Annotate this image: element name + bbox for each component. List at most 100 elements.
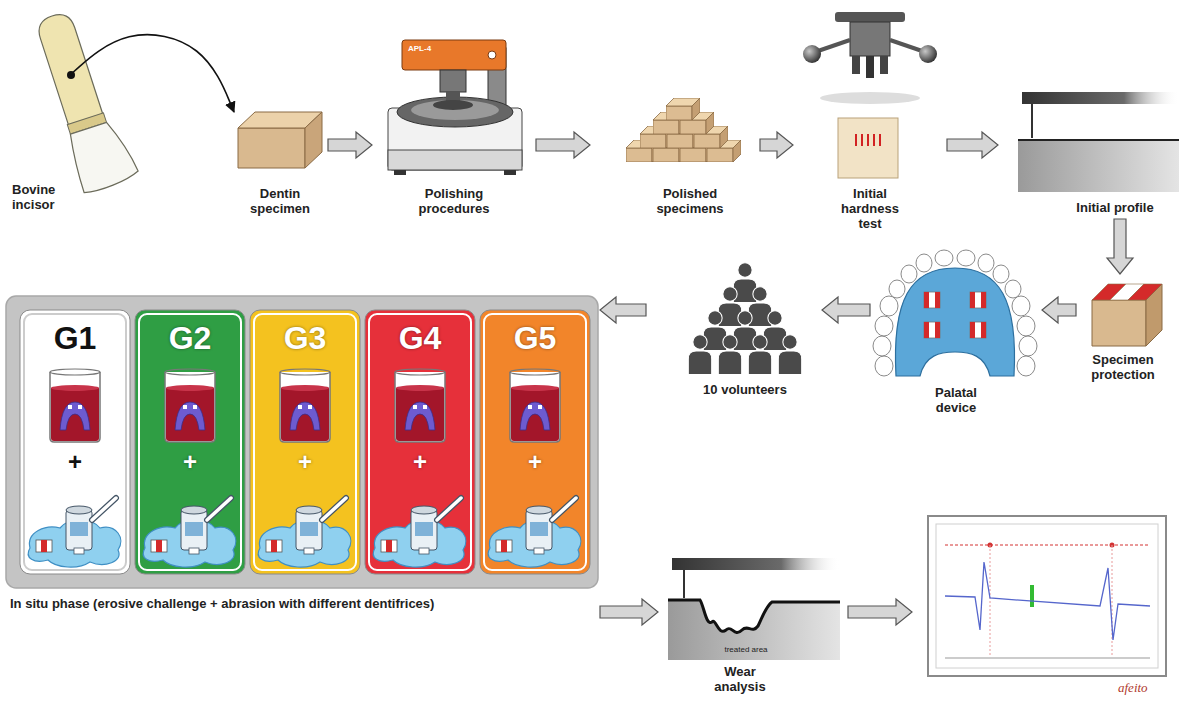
wear-profilometer (672, 558, 840, 570)
profilometer (1018, 92, 1179, 192)
profile-graph (1030, 585, 1034, 607)
step-label: Initial hardness test (837, 186, 903, 231)
palatal-device (935, 292, 940, 308)
polishing-machine (488, 51, 496, 59)
step-label: Palatal device (925, 385, 987, 415)
palatal-device (924, 322, 929, 338)
step-label: Polished specimens (645, 186, 735, 216)
palatal-device (978, 254, 994, 272)
step-label: Dentin specimen (240, 186, 320, 216)
block-arrow (328, 132, 372, 158)
palatal-device (970, 292, 975, 308)
hardness-tester (803, 12, 937, 178)
step-node: Polishing procedures (374, 40, 534, 218)
wear-profilometer (668, 600, 840, 633)
step-label: Initial profile (1050, 200, 1179, 215)
polishing-machine (433, 100, 473, 110)
palatal-device (889, 280, 905, 298)
signature: afeito (1118, 680, 1174, 695)
palatal-device (873, 250, 1037, 376)
profile-graph (945, 545, 1150, 546)
palatal-device (935, 250, 953, 266)
profilometer (1031, 104, 1033, 138)
palatal-device (924, 292, 986, 338)
hardness-tester (880, 56, 888, 74)
palatal-device (873, 250, 1037, 376)
block-arrow (947, 132, 998, 158)
step-label: 10 volunteers (685, 382, 805, 397)
hardness-tester (879, 134, 881, 146)
wear-profilometer (668, 600, 840, 660)
group-box: G1+ (20, 310, 130, 574)
hardness-tester (856, 134, 880, 146)
specimen-pile (666, 98, 700, 120)
profile-graph (928, 516, 1166, 676)
group-box: G4+ (365, 310, 475, 574)
volunteer-group (718, 335, 741, 375)
hardness-tester (852, 56, 860, 74)
block-arrow (1107, 219, 1133, 274)
palatal-device (901, 265, 917, 283)
step-label: Bovine incisor (12, 182, 70, 212)
hardness-tester (815, 40, 850, 52)
tooth-illustration (29, 5, 140, 194)
hardness-tester (838, 118, 898, 178)
palatal-device (1012, 296, 1030, 316)
hardness-tester (867, 134, 869, 146)
hardness-tester (890, 40, 925, 52)
panel-heading: In situ phase (erosive challenge + abras… (10, 596, 594, 611)
hardness-tester (850, 22, 890, 56)
wear-profilometer (683, 570, 685, 598)
plus-sign: + (250, 448, 360, 476)
block-arrow (1042, 297, 1076, 323)
palatal-device (895, 268, 1014, 376)
in-situ-panel (6, 296, 598, 588)
hardness-tester (919, 45, 937, 63)
volunteer-group (688, 335, 711, 375)
profile-graph (945, 562, 1150, 640)
plus-sign: + (480, 448, 590, 476)
palatal-device (916, 254, 932, 272)
group-name: G3 (250, 320, 360, 357)
block-arrow (600, 599, 658, 625)
palatal-device (1005, 280, 1021, 298)
palatal-device (981, 322, 986, 338)
palatal-device (970, 322, 975, 338)
hardness-tester (873, 134, 875, 146)
profile-graph (945, 658, 1150, 659)
palatal-device (1019, 336, 1037, 356)
profilometer (1022, 92, 1179, 104)
protected-specimen (1128, 284, 1162, 300)
palatal-device (1017, 356, 1035, 376)
profile-graph (928, 516, 1166, 676)
step-node: Initial profile (1000, 88, 1176, 217)
profilometer (1018, 140, 1179, 192)
polishing-machine (394, 170, 406, 175)
step-node: 10 volunteers (648, 258, 820, 399)
polishing-machine (388, 150, 522, 170)
volunteer-group (688, 263, 801, 375)
tooth-illustration (66, 118, 140, 195)
protected-specimen (1092, 284, 1162, 346)
plus-sign: + (135, 448, 245, 476)
in-situ-panel (6, 296, 598, 588)
palatal-device (957, 250, 975, 266)
block-arrow (848, 599, 912, 625)
polishing-machine (504, 170, 516, 175)
palatal-device (924, 292, 940, 308)
in-situ-panel (480, 310, 590, 574)
block-arrow (600, 297, 646, 323)
group-name: G2 (135, 320, 245, 357)
pointer-arrow (70, 35, 234, 112)
group-box: G3 + (250, 310, 360, 574)
area-label: treated area (716, 645, 776, 654)
step-node: Wear analysis (660, 540, 840, 696)
palatal-device (924, 292, 929, 308)
group-name: G4 (365, 320, 475, 357)
in-situ-panel (135, 310, 245, 574)
polishing-machine (388, 40, 522, 175)
plus-sign: + (20, 448, 130, 476)
specimen-pile (626, 98, 741, 162)
palatal-device (880, 296, 898, 316)
